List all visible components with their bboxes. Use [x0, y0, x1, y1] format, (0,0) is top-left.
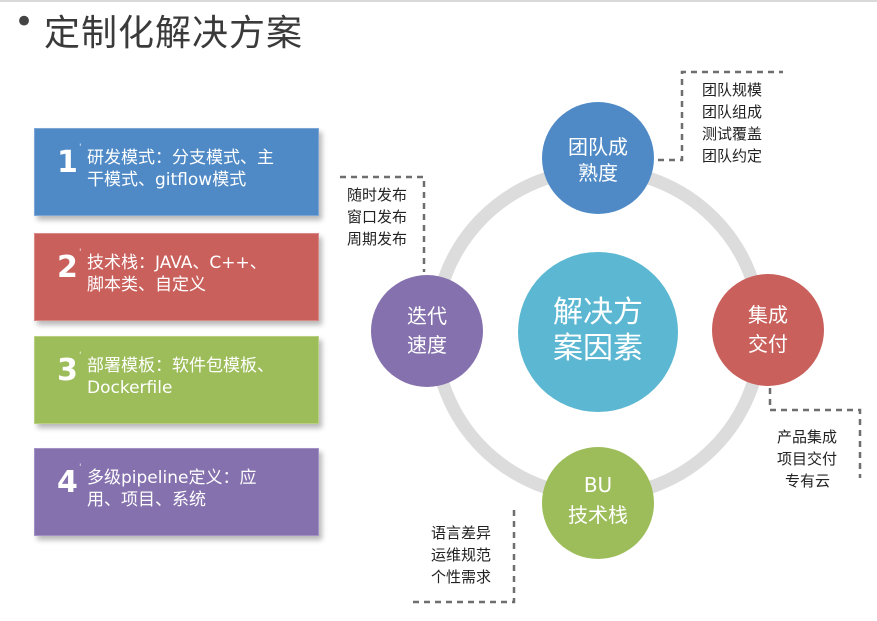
- box-number: 4: [57, 465, 78, 500]
- integration-note: 项目交付: [777, 450, 837, 468]
- box-text: 研发模式：分支模式、主 干模式、gitflow模式: [87, 147, 309, 191]
- box-text: 多级pipeline定义：应 用、项目、系统: [87, 467, 309, 511]
- bu-note: 运维规范: [431, 546, 491, 564]
- factor-box-4: 4 ' 多级pipeline定义：应 用、项目、系统: [34, 448, 319, 536]
- team-note: 团队组成: [702, 103, 762, 121]
- bu-label-line1: BU: [584, 473, 612, 497]
- team-note: 团队约定: [702, 147, 762, 165]
- box-line1: 技术栈：JAVA、C++、: [87, 253, 267, 273]
- iteration-label-line1: 迭代: [407, 304, 447, 328]
- box-number: 3: [57, 353, 78, 388]
- team-maturity-node: [542, 102, 654, 214]
- box-mark: ': [79, 463, 82, 473]
- box-mark: ': [79, 143, 82, 153]
- team-note: 测试覆盖: [702, 125, 762, 143]
- iteration-note: 窗口发布: [347, 208, 407, 226]
- box-number: 2: [57, 250, 78, 285]
- iteration-label-line2: 速度: [407, 333, 447, 357]
- integration-label-line1: 集成: [748, 303, 788, 327]
- center-circle: [518, 252, 678, 412]
- iteration-callout-line: [340, 175, 426, 272]
- box-number: 1: [57, 145, 78, 180]
- iteration-note: 随时发布: [347, 186, 407, 204]
- box-text: 技术栈：JAVA、C++、 脚本类、自定义: [87, 252, 309, 296]
- team-note: 团队规模: [702, 81, 762, 99]
- box-line1: 部署模板：软件包模板、: [87, 356, 274, 376]
- integration-note: 产品集成: [777, 428, 837, 446]
- box-line2: Dockerfile: [87, 378, 173, 398]
- iteration-note: 周期发布: [347, 230, 407, 248]
- box-line2: 脚本类、自定义: [87, 275, 206, 295]
- box-mark: ': [79, 351, 82, 361]
- page-title: 定制化解决方案: [44, 13, 304, 54]
- team-callout-line: [658, 70, 783, 162]
- factor-box-2: 2 ' 技术栈：JAVA、C++、 脚本类、自定义: [34, 233, 319, 321]
- box-text: 部署模板：软件包模板、 Dockerfile: [87, 355, 309, 399]
- integration-note: 专有云: [785, 472, 830, 490]
- integration-callout-line: [768, 388, 862, 478]
- factor-box-1: 1 ' 研发模式：分支模式、主 干模式、gitflow模式: [34, 128, 319, 216]
- bu-tech-stack-node: [542, 447, 654, 559]
- title-bullet: •: [14, 2, 35, 42]
- bu-label-line2: 技术栈: [568, 503, 628, 527]
- team-label-line1: 团队成: [568, 135, 628, 159]
- box-line1: 研发模式：分支模式、主: [87, 148, 274, 168]
- center-label-line1: 解决方: [553, 295, 643, 330]
- team-label-line2: 熟度: [578, 161, 618, 185]
- integration-label-line2: 交付: [748, 332, 788, 356]
- bu-note: 个性需求: [431, 568, 491, 586]
- integration-delivery-node: [712, 274, 824, 386]
- box-line1: 多级pipeline定义：应: [87, 468, 257, 488]
- box-line2: 用、项目、系统: [87, 490, 206, 510]
- top-rule: [0, 0, 877, 2]
- center-label-line2: 案因素: [553, 331, 643, 366]
- box-line2: 干模式、gitflow模式: [87, 170, 247, 190]
- bu-callout-line: [408, 510, 516, 604]
- bu-note: 语言差异: [431, 524, 491, 542]
- iteration-speed-node: [371, 275, 483, 387]
- box-mark: ': [79, 248, 82, 258]
- factor-box-3: 3 ' 部署模板：软件包模板、 Dockerfile: [34, 336, 319, 424]
